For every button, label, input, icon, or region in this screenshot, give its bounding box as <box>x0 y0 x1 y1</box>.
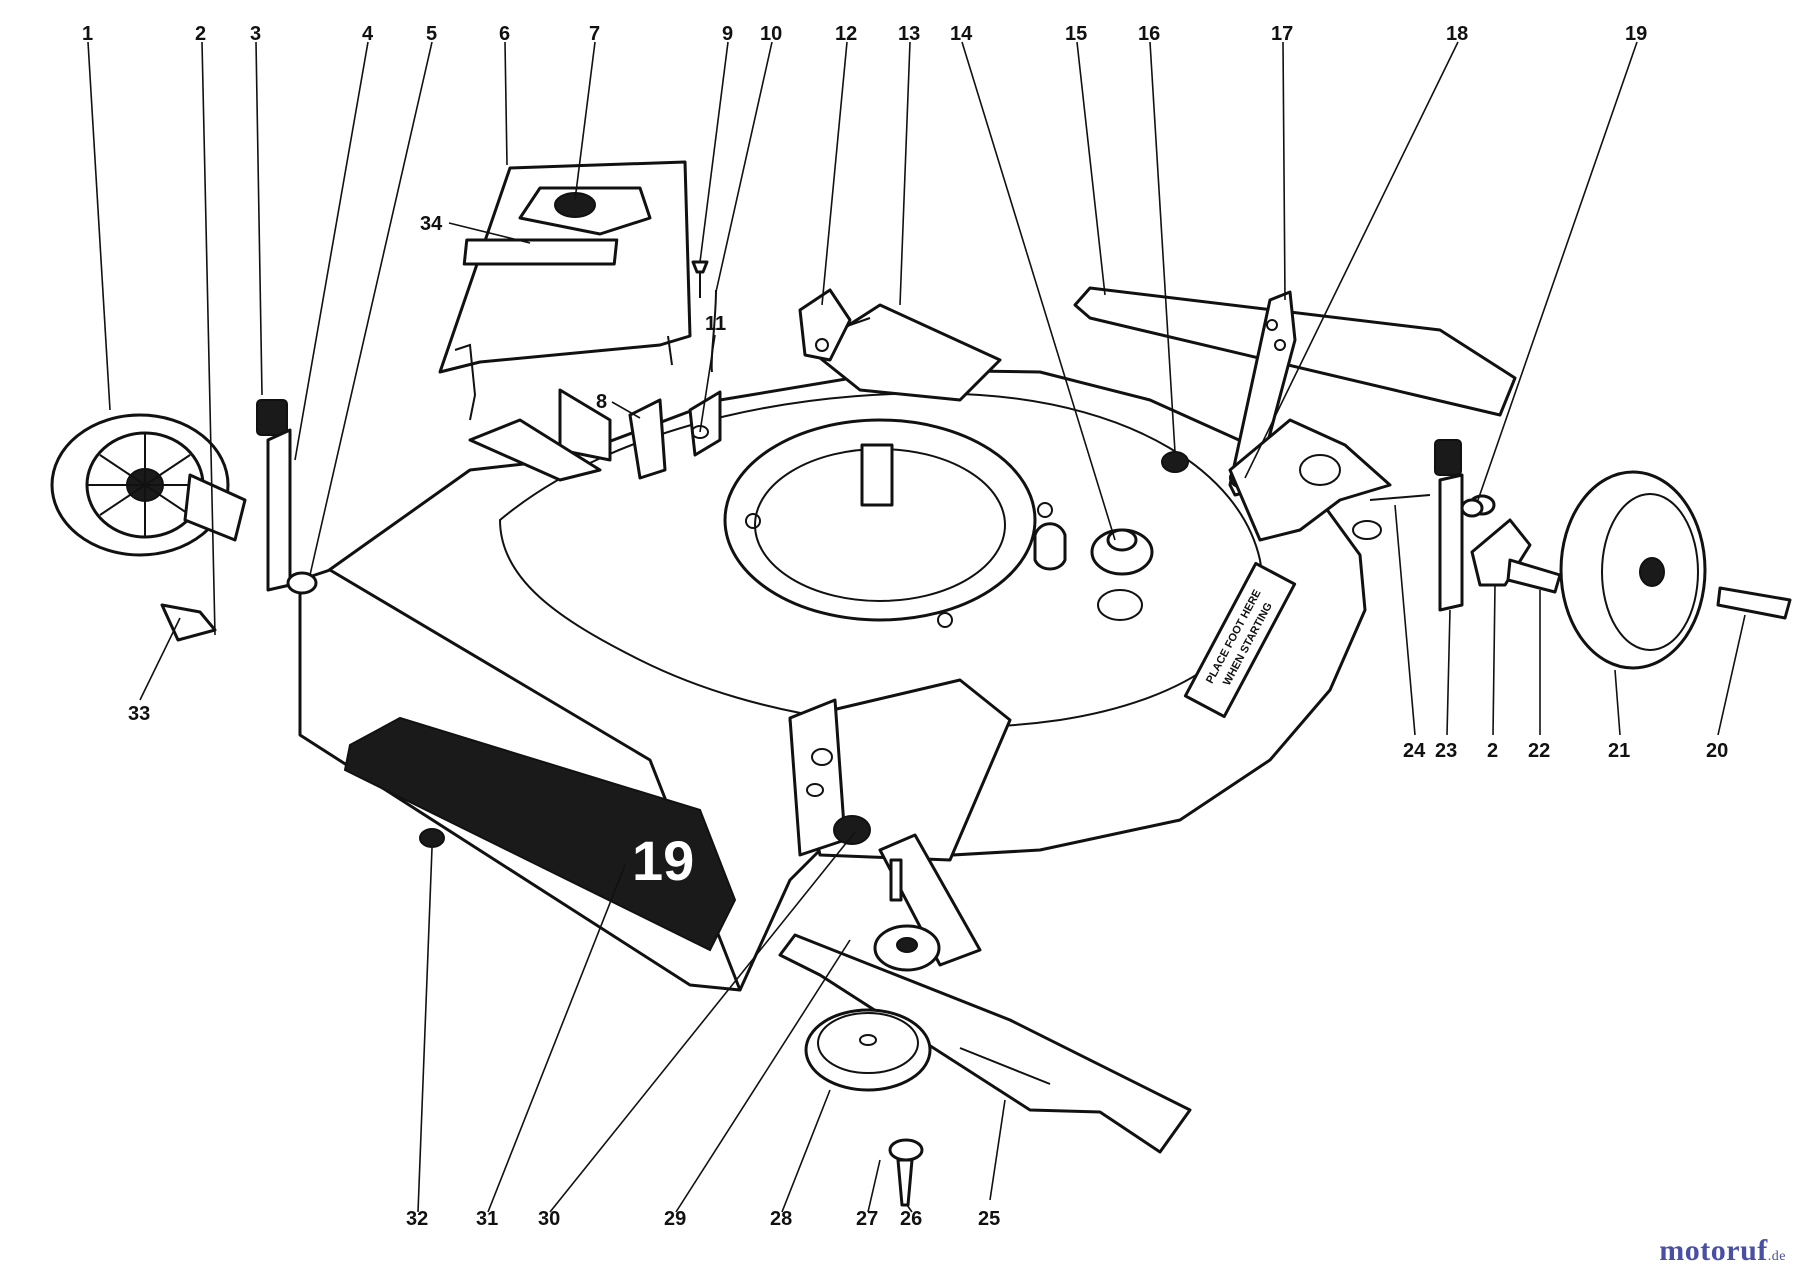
left-wheel-assembly <box>50 399 318 642</box>
callout-4: 4 <box>362 23 374 45</box>
rear-trail-shield <box>1073 286 1517 497</box>
callout-34: 34 <box>420 213 443 235</box>
callout-2-left: 2 <box>195 23 206 45</box>
callout-20: 20 <box>1706 740 1728 762</box>
callout-26: 26 <box>900 1208 922 1230</box>
rear-baffle-rail <box>628 390 722 480</box>
misc-fasteners <box>419 498 1484 848</box>
watermark-logo: motoruf.de <box>1659 1234 1786 1268</box>
callout-19: 19 <box>1625 23 1647 45</box>
leader-lines <box>87 41 1746 1213</box>
callout-7: 7 <box>589 23 600 45</box>
front-height-adjuster <box>798 288 871 362</box>
callout-32: 32 <box>406 1208 428 1230</box>
callout-17: 17 <box>1271 23 1293 45</box>
callout-9: 9 <box>722 23 733 45</box>
callout-31: 31 <box>476 1208 498 1230</box>
watermark-brand: motoruf <box>1659 1234 1768 1267</box>
deck-model-number: 19 <box>632 829 694 892</box>
callout-23: 23 <box>1435 740 1457 762</box>
callout-21: 21 <box>1608 740 1630 762</box>
deck-housing <box>298 303 1367 992</box>
callout-25: 25 <box>978 1208 1000 1230</box>
height-adjust-bracket <box>1228 418 1431 542</box>
discharge-chute-door <box>438 160 692 421</box>
callout-16: 16 <box>1138 23 1160 45</box>
deck-decal: 19 <box>343 716 737 952</box>
callout-30: 30 <box>538 1208 560 1230</box>
callout-27: 27 <box>856 1208 878 1230</box>
callout-15: 15 <box>1065 23 1087 45</box>
callout-12: 12 <box>835 23 857 45</box>
front-pivot-plate <box>788 698 871 857</box>
callout-22: 22 <box>1528 740 1550 762</box>
callout-10: 10 <box>760 23 782 45</box>
callout-2-right: 2 <box>1487 740 1498 762</box>
callout-33: 33 <box>128 703 150 725</box>
callout-8: 8 <box>596 391 607 413</box>
callout-1: 1 <box>82 23 93 45</box>
blade-assembly <box>778 833 1192 1207</box>
callout-29: 29 <box>664 1208 686 1230</box>
callout-5: 5 <box>426 23 437 45</box>
callout-14: 14 <box>950 23 973 45</box>
callout-11: 11 <box>705 313 726 335</box>
callout-13: 13 <box>898 23 920 45</box>
callout-24: 24 <box>1403 740 1426 762</box>
callout-28: 28 <box>770 1208 792 1230</box>
callout-3: 3 <box>250 23 261 45</box>
callout-18: 18 <box>1446 23 1468 45</box>
watermark-tld: .de <box>1767 1249 1786 1264</box>
fuel-cap <box>1090 528 1154 621</box>
right-wheel-assembly <box>1434 439 1792 670</box>
callout-labels: 1 2 3 4 5 6 7 8 9 10 11 12 13 14 15 16 1… <box>82 23 1728 1230</box>
chute-screws <box>691 260 717 373</box>
callout-6: 6 <box>499 23 510 45</box>
